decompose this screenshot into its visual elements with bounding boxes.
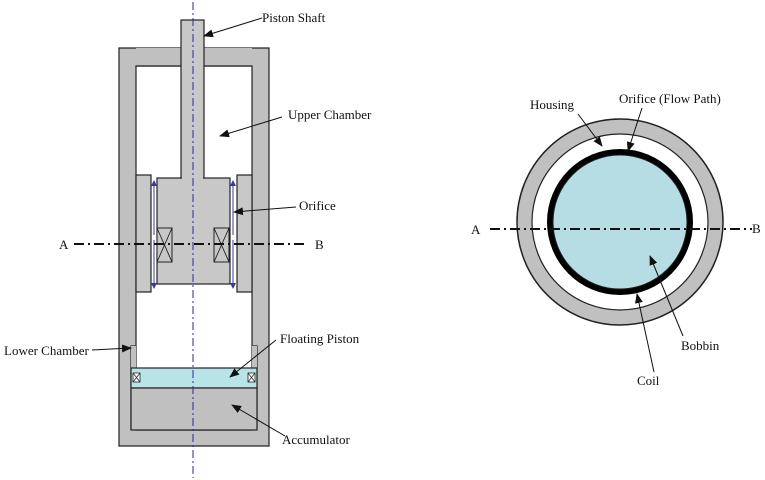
leader-piston-shaft bbox=[203, 17, 263, 38]
label-piston-shaft: Piston Shaft bbox=[262, 10, 326, 25]
leader-bobbin bbox=[649, 255, 684, 337]
damper-cross-section: Piston Shaft Upper Chamber Orifice A B L… bbox=[4, 2, 372, 478]
leader-orifice-flow-path bbox=[626, 107, 643, 152]
label-floating-piston: Floating Piston bbox=[280, 331, 360, 346]
label-coil: Coil bbox=[637, 373, 660, 388]
orifice-sleeve-right bbox=[236, 174, 253, 293]
bobbin-core bbox=[552, 154, 688, 290]
label-housing: Housing bbox=[530, 97, 575, 112]
label-section-b-right: B bbox=[752, 221, 761, 236]
label-lower-chamber: Lower Chamber bbox=[4, 343, 90, 358]
label-orifice-flow-path: Orifice (Flow Path) bbox=[619, 91, 721, 106]
leader-floating-piston bbox=[229, 339, 277, 378]
leader-lower-chamber bbox=[91, 344, 132, 353]
label-orifice: Orifice bbox=[299, 198, 336, 213]
label-section-a-left: A bbox=[59, 237, 69, 252]
leader-orifice bbox=[233, 206, 297, 216]
floating-piston-seal-right bbox=[247, 372, 256, 383]
label-section-a-right: A bbox=[471, 222, 481, 237]
leader-housing bbox=[577, 113, 603, 147]
orifice-sleeve-left bbox=[135, 174, 152, 293]
label-bobbin: Bobbin bbox=[681, 338, 720, 353]
leader-coil bbox=[635, 293, 655, 373]
label-section-b-left: B bbox=[315, 237, 324, 252]
coil-winding-left bbox=[156, 227, 173, 263]
floating-piston-seal-left bbox=[132, 372, 141, 383]
section-view-ab: Housing Orifice (Flow Path) A B Bobbin C… bbox=[471, 91, 761, 388]
leader-upper-chamber bbox=[219, 116, 283, 138]
accumulator bbox=[130, 387, 258, 431]
label-upper-chamber: Upper Chamber bbox=[288, 107, 372, 122]
leader-accumulator bbox=[231, 404, 286, 437]
label-accumulator: Accumulator bbox=[282, 432, 351, 447]
